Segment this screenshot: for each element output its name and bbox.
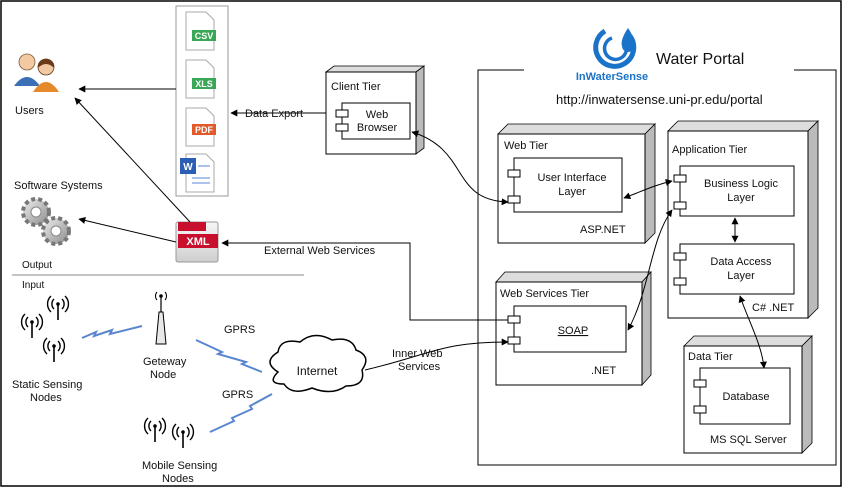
xml-file-icon: XML [175,221,219,263]
business-logic-label-2: Layer [727,192,755,204]
logo-text: InWaterSense [576,71,648,83]
web-browser-label-2: Browser [357,122,398,134]
web-tier-platform: ASP.NET [580,224,626,236]
data-export-label: Data Export [245,108,303,120]
ui-layer-label-2: Layer [558,186,586,198]
output-label: Output [22,260,52,271]
application-tier-platform: C# .NET [752,302,794,314]
users-icon [14,53,59,92]
web-tier-title: Web Tier [504,140,548,152]
csv-file-icon: CSV [185,11,216,51]
xml-to-software-arrow [78,217,177,243]
svg-text:W: W [183,162,193,173]
xls-label: XLS [195,79,213,89]
word-file-icon: W [180,153,215,193]
inner-ws-label-2: Services [398,361,441,373]
web-services-platform: .NET [591,365,616,377]
client-tier-title: Client Tier [331,81,381,93]
browser-ui-arrow [411,130,509,206]
internet-label: Internet [297,364,338,378]
data-access-label-2: Layer [727,270,755,282]
pdf-file-icon: PDF [185,107,216,147]
users-label: Users [15,105,44,117]
gprs-label-1: GPRS [224,324,255,336]
web-browser-component [341,102,411,140]
soap-logic-arrow [627,209,673,331]
application-tier-title: Application Tier [672,144,748,156]
portal-url: http://inwatersense.uni-pr.edu/portal [556,92,763,107]
xml-label: XML [186,236,210,248]
mobile-nodes-label-1: Mobile Sensing [142,460,217,472]
csv-label: CSV [195,31,214,41]
inner-ws-label-1: Inner Web [392,348,443,360]
input-label: Input [22,280,44,291]
ui-layer-label-1: User Interface [537,172,606,184]
business-logic-label-1: Business Logic [704,178,778,190]
internet-cloud-icon [269,334,367,393]
data-access-label-1: Data Access [710,256,772,268]
mobile-sensing-antennas-icon [143,417,195,449]
web-services-tier-title: Web Services Tier [500,288,589,300]
data-access-component [679,243,795,295]
gprs-label-2: GPRS [222,389,253,401]
business-logic-component [679,165,795,217]
ui-layer-component [513,157,623,213]
portal-boundary [477,69,837,466]
xls-file-icon: XLS [185,59,216,99]
gateway-tower-icon [155,291,167,345]
static-nodes-label-2: Nodes [30,392,62,404]
data-tier-title: Data Tier [688,351,733,363]
external-ws-arrow [221,239,508,321]
portal-title: Water Portal [656,51,744,68]
gateway-internet-link [195,339,263,373]
database-label: Database [722,391,769,403]
xml-to-users-arrow [74,97,191,223]
gateway-label-2: Node [150,369,176,381]
soap-component [513,305,627,353]
soap-label: SOAP [558,325,589,337]
gears-icon [21,197,71,246]
static-nodes-label-1: Static Sensing [12,379,82,391]
mobile-internet-link [209,393,273,433]
web-browser-label-1: Web [366,109,388,121]
static-gateway-link [81,325,143,339]
ui-logic-arrow [623,179,673,200]
data-tier-platform: MS SQL Server [710,434,787,446]
software-systems-label: Software Systems [14,180,103,192]
mobile-nodes-label-2: Nodes [162,473,194,485]
dataaccess-database-arrow [738,295,767,369]
external-ws-label: External Web Services [264,245,376,257]
gateway-label-1: Geteway [143,356,187,368]
inwatersense-logo [593,28,637,69]
pdf-label: PDF [195,125,214,135]
inner-ws-arrow [364,338,509,371]
static-sensing-antennas-icon [20,295,70,363]
